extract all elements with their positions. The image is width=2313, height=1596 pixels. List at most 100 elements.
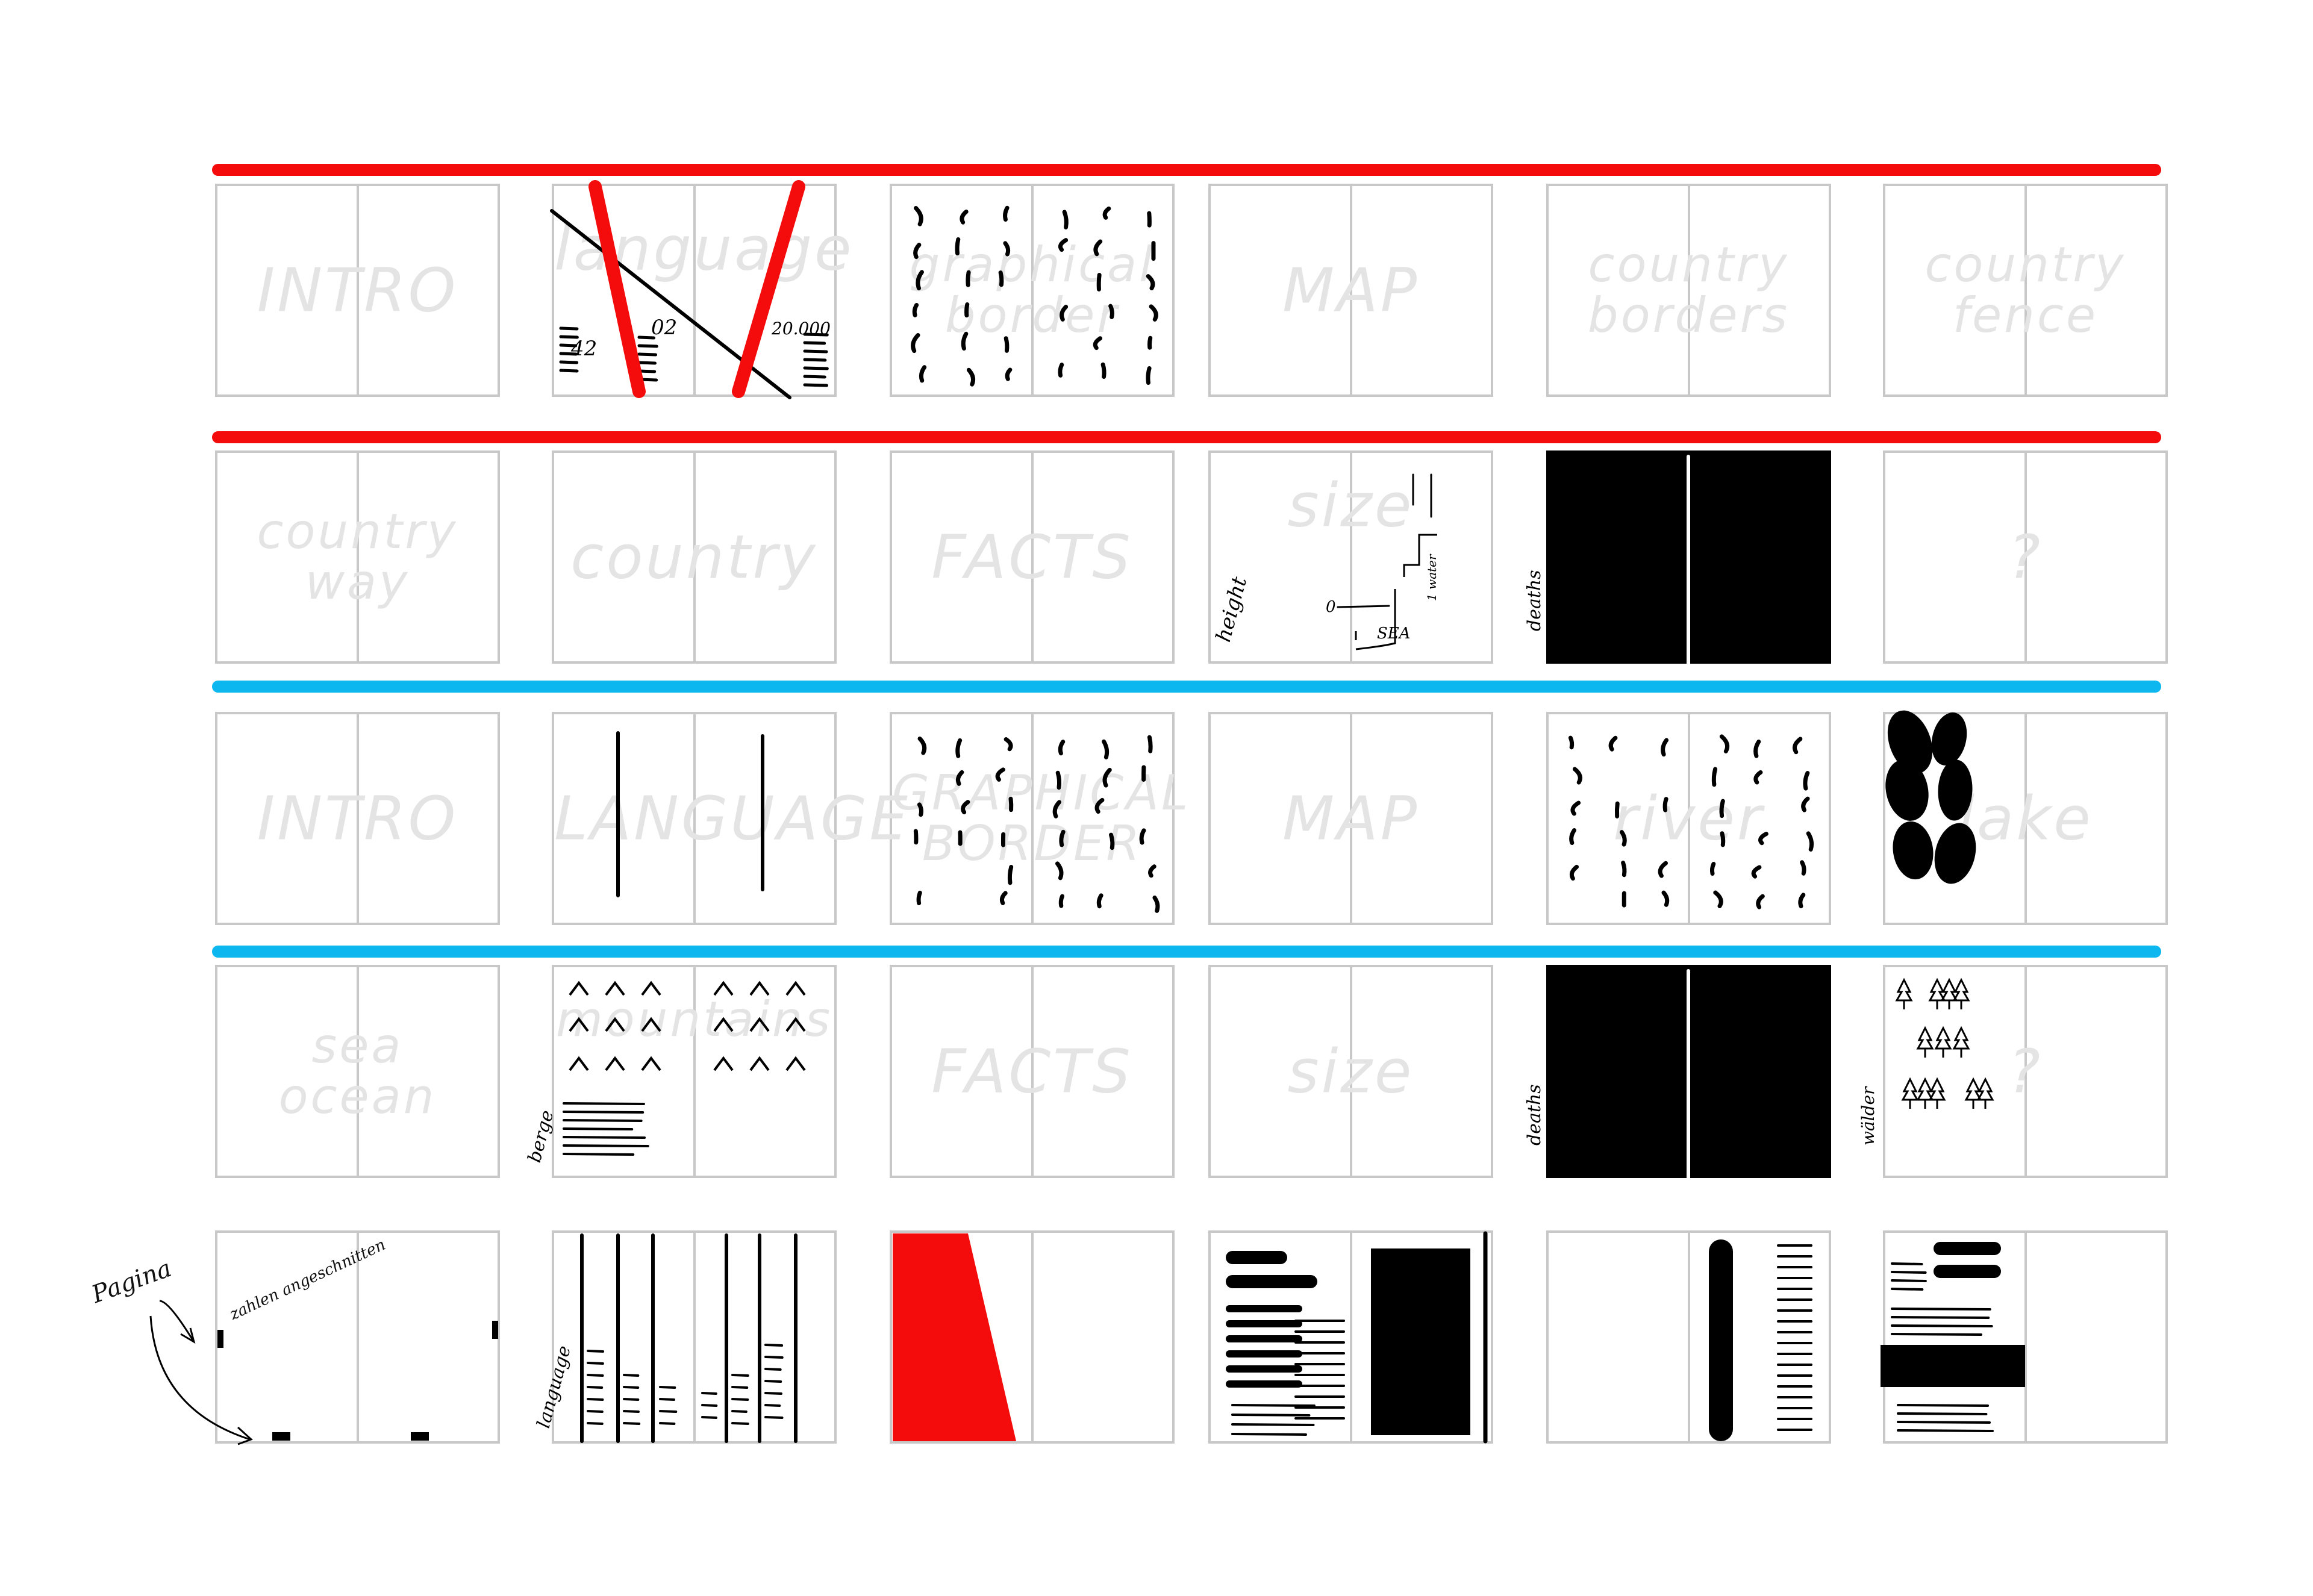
squiggle-mark [1149, 304, 1158, 322]
page-fold-divider [356, 714, 359, 923]
spread-title: MAP [1282, 255, 1419, 326]
spread-title: GRAPHICAL BORDER [892, 765, 1191, 871]
squiggle-mark [1058, 238, 1069, 252]
squiggle-mark [961, 800, 970, 815]
squiggle-mark [1152, 895, 1160, 913]
spread-panel: ? [1883, 450, 2168, 664]
sketch-empty [215, 184, 500, 397]
squiggle-mark [1100, 362, 1107, 379]
section-divider-red [212, 164, 2161, 176]
squiggle-mark [1569, 828, 1577, 846]
number-label: 02 [651, 316, 677, 340]
sketch-lang-bars: language [533, 1233, 798, 1443]
tree-mark [1916, 1077, 1934, 1109]
page-fold-divider [1349, 967, 1352, 1176]
page-fold-divider [1687, 714, 1690, 923]
spread-panel: MAP [1208, 712, 1493, 925]
squiggle-mark [1062, 210, 1069, 229]
sketch-empty [1208, 965, 1493, 1178]
spread-title: size [1287, 470, 1414, 540]
squiggle-mark [1005, 367, 1013, 381]
spread-panel: river [1546, 712, 1831, 925]
tree-mark [1952, 1026, 1970, 1058]
sketch-squiggles [913, 735, 1160, 913]
squiggle-mark [1713, 890, 1723, 909]
sketch-empty [1208, 712, 1493, 925]
squiggle-mark [1570, 800, 1581, 816]
tree-mark [1940, 977, 1958, 1009]
squiggle-mark [1758, 832, 1768, 846]
sketch-empty [1883, 184, 2168, 397]
squiggle-mark [919, 365, 927, 383]
squiggle-mark [1108, 304, 1114, 319]
spread-title: graphical border [909, 237, 1155, 343]
squiggle-mark [955, 237, 961, 256]
spread-panel [1881, 1230, 2168, 1444]
squiggle-mark [1102, 739, 1110, 759]
page-fold-divider [356, 453, 359, 661]
spread-panel [1546, 1230, 1831, 1444]
spread-title: FACTS [931, 1036, 1133, 1107]
page-fold-divider [356, 186, 359, 394]
lake-blob [1934, 823, 1976, 884]
pagina-annotation: Pagina [88, 1254, 175, 1309]
squiggle-mark [1003, 241, 1011, 257]
squiggle-mark [1751, 865, 1762, 879]
spread-panel: country borders [1546, 184, 1831, 397]
spread-panel: sea ocean [215, 965, 500, 1178]
sketch-empty [215, 965, 500, 1178]
tree-mark [1952, 977, 1970, 1009]
squiggle-mark [1806, 831, 1814, 852]
spread-title: MAP [1282, 783, 1419, 854]
page-fold-divider [1031, 1233, 1034, 1441]
squiggle-mark [913, 243, 922, 260]
sketch-blobs [1885, 710, 1976, 884]
red-block [893, 1233, 1016, 1441]
squiggle-mark [1753, 739, 1761, 758]
spread-panel: GRAPHICAL BORDER [890, 712, 1191, 925]
spread-panel: FACTS [890, 450, 1175, 664]
spread-title: FACTS [931, 522, 1133, 593]
squiggle-mark [1662, 797, 1668, 812]
page-fold-divider [1687, 1233, 1690, 1441]
spread-panel: size [1208, 965, 1493, 1178]
squiggle-mark [917, 736, 927, 755]
spread-panel: country fence [1883, 184, 2168, 397]
squiggle-mark [1055, 861, 1064, 881]
sketch-empty [1546, 184, 1831, 397]
spread-title: INTRO [257, 255, 458, 326]
spread-title: country [570, 522, 818, 593]
squiggle-mark [1803, 770, 1810, 791]
spread-panel: MAP [1208, 184, 1493, 397]
page-fold-divider [693, 714, 696, 923]
squiggle-mark [1572, 767, 1582, 785]
spread-title: river [1613, 783, 1764, 854]
squiggle-mark [1139, 828, 1146, 845]
squiggle-mark [1800, 860, 1806, 876]
spread-title: mountains [555, 991, 833, 1047]
squiggle-mark [911, 333, 920, 354]
squiggle-mark [1720, 831, 1726, 847]
squiggle-mark [914, 206, 923, 226]
squiggle-mark [1661, 738, 1669, 757]
squiggle-mark [1569, 864, 1579, 881]
squiggle-mark [1004, 737, 1013, 752]
page-fold-divider [1349, 714, 1352, 923]
squiggle-mark [1568, 735, 1575, 750]
squiggle-mark [1004, 336, 1010, 353]
squiggle-mark [999, 891, 1008, 905]
squiggle-mark [1094, 797, 1105, 814]
lake-blob [1885, 759, 1929, 821]
spread-title: country way [257, 503, 458, 610]
sketch-empty [890, 965, 1175, 1178]
sketch-black: deaths [1524, 965, 1831, 1180]
spread-title: INTRO [257, 783, 458, 854]
deaths-annotation: deaths [1524, 1084, 1545, 1146]
spread-panel [890, 1230, 1175, 1444]
lake-blob [1931, 712, 1967, 766]
squiggle-mark [1756, 894, 1765, 909]
page-fold-divider [693, 967, 696, 1176]
sketch-empty [890, 450, 1175, 664]
